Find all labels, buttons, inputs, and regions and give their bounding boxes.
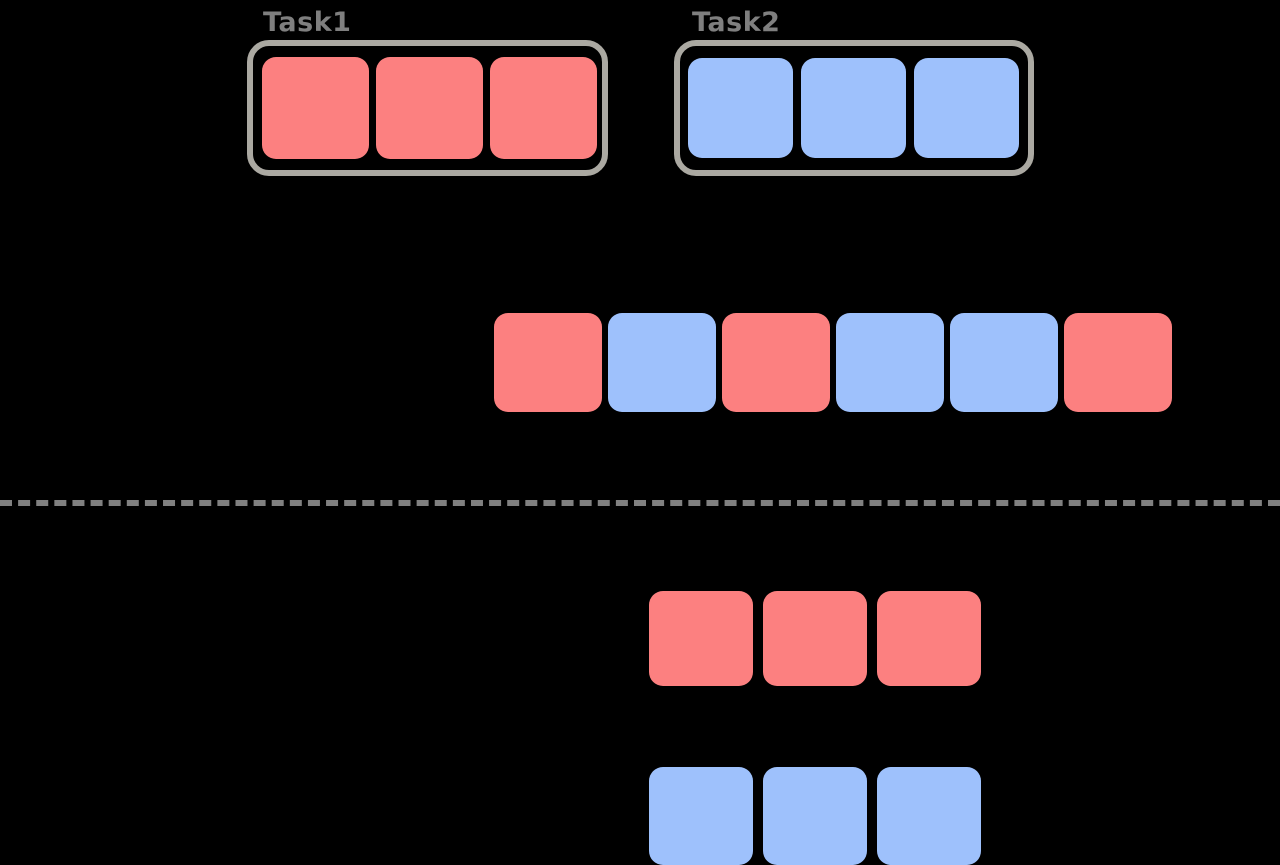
task1-label: Task1 xyxy=(263,7,352,38)
task2-cell-1[interactable] xyxy=(688,58,793,158)
bottom-blue-cell-1[interactable] xyxy=(649,767,753,865)
task2-label: Task2 xyxy=(692,7,781,38)
bottom-blue-cell-2[interactable] xyxy=(763,767,867,865)
task2-cell-2[interactable] xyxy=(801,58,906,158)
task1-group-container xyxy=(247,40,608,176)
task1-cell-1[interactable] xyxy=(262,57,369,159)
task1-cell-3[interactable] xyxy=(490,57,597,159)
interleaved-cell-5[interactable] xyxy=(950,313,1058,412)
interleaved-cell-6[interactable] xyxy=(1064,313,1172,412)
interleaved-cell-1[interactable] xyxy=(494,313,602,412)
interleaved-cell-4[interactable] xyxy=(836,313,944,412)
bottom-red-cell-1[interactable] xyxy=(649,591,753,686)
task2-group-container xyxy=(674,40,1034,176)
task1-cell-2[interactable] xyxy=(376,57,483,159)
bottom-red-cell-2[interactable] xyxy=(763,591,867,686)
bottom-red-cell-3[interactable] xyxy=(877,591,981,686)
section-divider xyxy=(0,500,1280,506)
task2-cell-3[interactable] xyxy=(914,58,1019,158)
bottom-blue-cell-3[interactable] xyxy=(877,767,981,865)
interleaved-cell-2[interactable] xyxy=(608,313,716,412)
interleaved-cell-3[interactable] xyxy=(722,313,830,412)
